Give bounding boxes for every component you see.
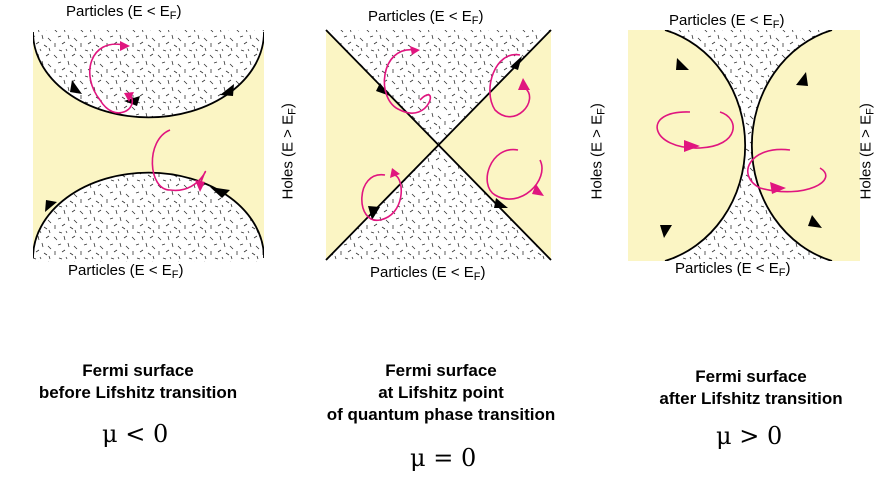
holes-region — [326, 30, 438, 260]
caption-line: Fermi surface — [385, 361, 497, 380]
hole-pocket-right — [751, 30, 860, 261]
caption-line: Fermi surface — [695, 367, 807, 386]
caption-line: of quantum phase transition — [326, 405, 556, 424]
panel3-bottom-label: Particles (E < EF) — [675, 260, 791, 279]
panel3-right-label: Holes (E > EF) — [857, 103, 877, 200]
panel1-bottom-label: Particles (E < EF) — [68, 262, 184, 281]
panel3-left-label: Holes (E > EF) — [588, 103, 608, 200]
particle-pocket-top — [33, 30, 264, 118]
caption-before: Fermi surface before Lifshitz transition — [0, 360, 276, 404]
particle-pocket-bottom — [33, 172, 264, 262]
panel2-top-label: Particles (E < EF) — [368, 8, 484, 27]
mu-after: μ > 0 — [716, 422, 783, 450]
caption-line: Fermi surface — [82, 361, 194, 380]
boundary-arrow — [45, 200, 57, 212]
panel3-top-label: Particles (E < EF) — [669, 12, 785, 31]
boundary-arrow — [220, 84, 234, 96]
boundary-arrow — [210, 187, 230, 198]
panel-at-lifshitz — [325, 29, 552, 261]
caption-line: before Lifshitz transition — [38, 383, 238, 402]
panel1-side-label: Holes (E > EF) — [279, 103, 299, 200]
caption-at-lifshitz: Fermi surface at Lifshitz point of quant… — [296, 360, 586, 426]
panel2-bottom-label: Particles (E < EF) — [370, 264, 486, 283]
panel-before — [33, 30, 264, 262]
panel-after — [628, 30, 860, 261]
caption-after: Fermi surface after Lifshitz transition — [618, 366, 884, 410]
caption-line: after Lifshitz transition — [659, 389, 843, 408]
caption-line: at Lifshitz point — [378, 383, 504, 402]
panel1-top-label: Particles (E < EF) — [66, 3, 182, 22]
mu-at-lifshitz: μ = 0 — [410, 444, 477, 472]
mu-before: μ < 0 — [102, 420, 169, 448]
boundary-arrow — [70, 80, 82, 94]
